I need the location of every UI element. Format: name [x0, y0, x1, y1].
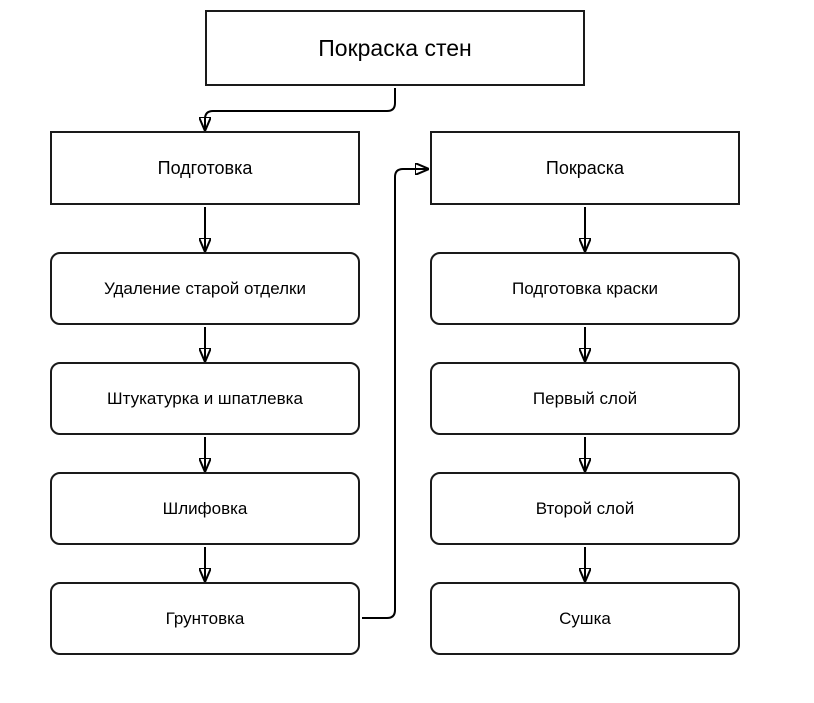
node-priming: Грунтовка — [50, 582, 360, 655]
node-paint-preparation-label: Подготовка краски — [512, 278, 658, 298]
node-sanding-label: Шлифовка — [162, 498, 248, 518]
node-drying-label: Сушка — [559, 608, 611, 628]
node-drying: Сушка — [430, 582, 740, 655]
edge-title-to-preparation — [205, 88, 396, 130]
node-painting-label: Покраска — [545, 157, 625, 178]
node-title: Покраска стен — [205, 10, 585, 86]
node-preparation: Подготовка — [50, 131, 360, 205]
node-sanding: Шлифовка — [50, 472, 360, 545]
node-second-coat: Второй слой — [430, 472, 740, 545]
node-paint-preparation: Подготовка краски — [430, 252, 740, 325]
node-second-coat-label: Второй слой — [535, 498, 635, 518]
edge-priming-to-painting — [362, 169, 428, 619]
node-title-label: Покраска стен — [318, 34, 472, 61]
node-plaster-and-putty: Штукатурка и шпатлевка — [50, 362, 360, 435]
node-painting: Покраска — [430, 131, 740, 205]
node-remove-old-finish-label: Удаление старой отделки — [104, 278, 306, 298]
node-first-coat-label: Первый слой — [532, 388, 638, 408]
node-plaster-and-putty-label: Штукатурка и шпатлевка — [107, 388, 303, 408]
node-preparation-label: Подготовка — [157, 157, 253, 178]
node-remove-old-finish: Удаление старой отделки — [50, 252, 360, 325]
node-first-coat: Первый слой — [430, 362, 740, 435]
node-priming-label: Грунтовка — [165, 608, 245, 628]
